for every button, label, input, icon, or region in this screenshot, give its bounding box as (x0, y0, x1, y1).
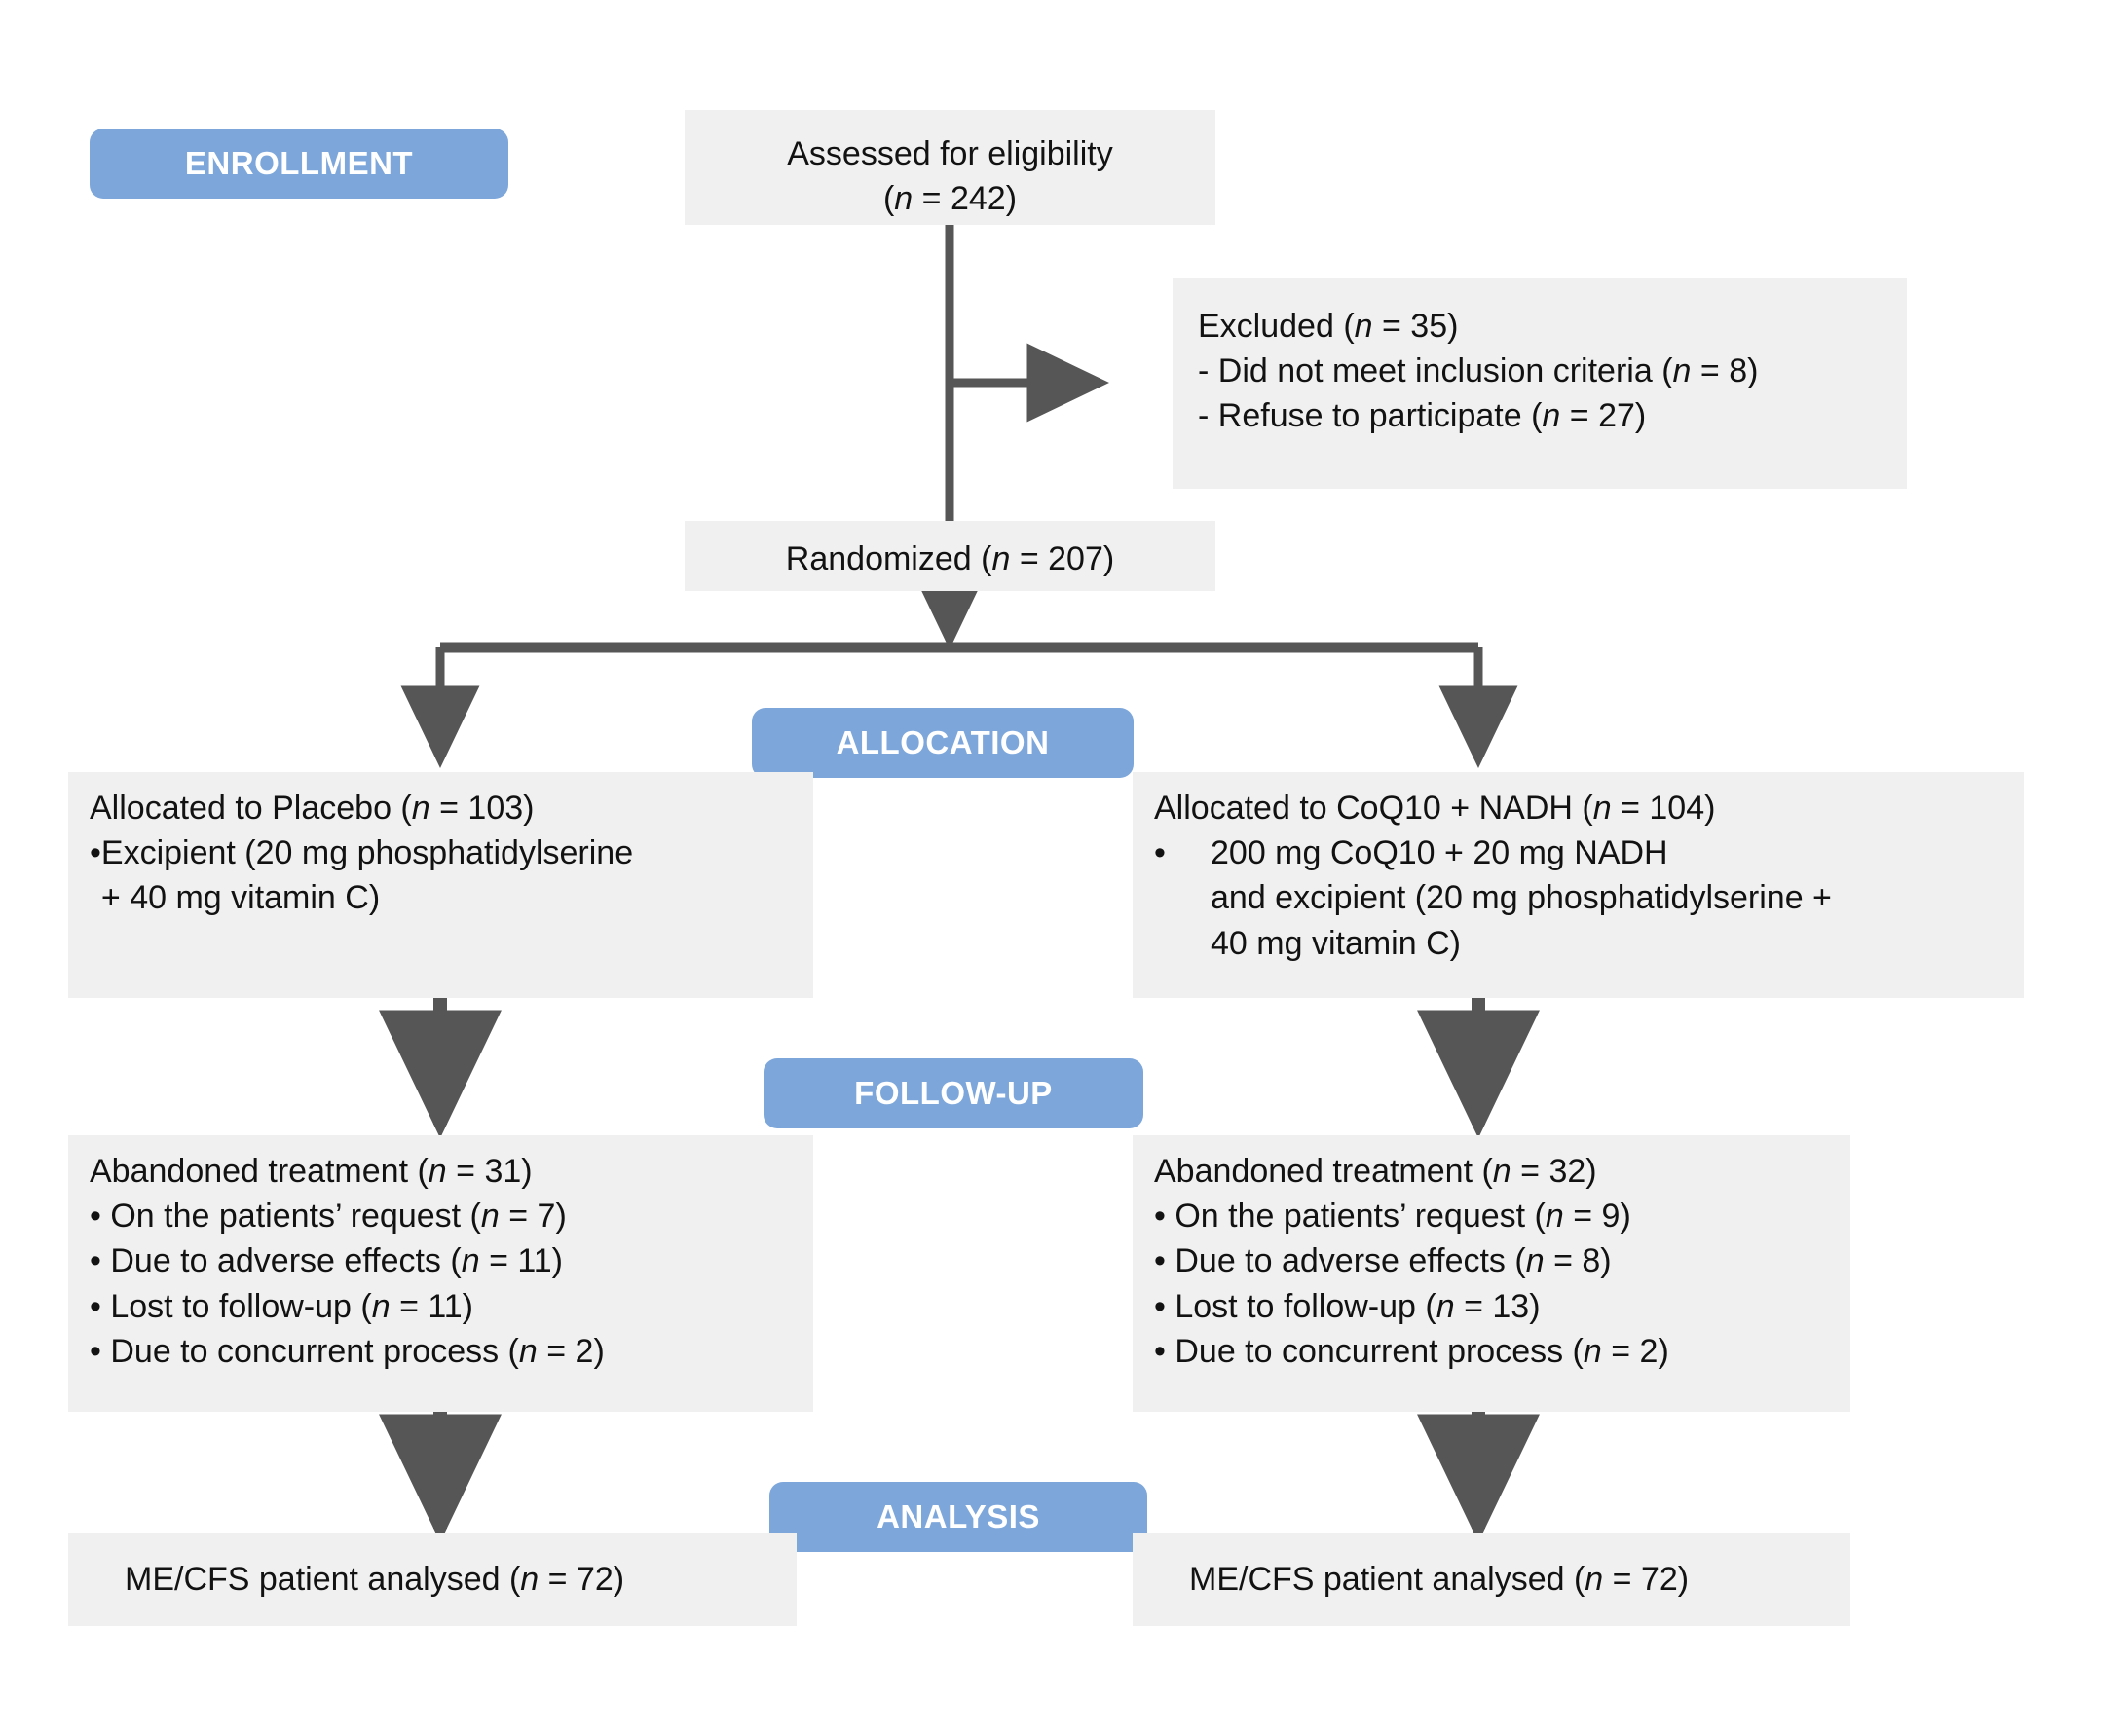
bullet-icon: • (1154, 1332, 1175, 1370)
stage-badge-allocation: ALLOCATION (752, 708, 1134, 778)
followup-right-heading: Abandoned treatment (n = 32) (1154, 1153, 1597, 1190)
allocation-left-heading: Allocated to Placebo (n = 103) (90, 790, 535, 827)
box-assessed-for-eligibility: Assessed for eligibility (n = 242) (685, 110, 1215, 225)
followup-right-item: • On the patients’ request (n = 9) (1154, 1198, 1631, 1236)
box-analysis-placebo: ME/CFS patient analysed (n = 72) (68, 1533, 797, 1626)
followup-right-item: • Due to adverse effects (n = 8) (1154, 1242, 1612, 1280)
followup-left-item: • Lost to follow-up (n = 11) (90, 1287, 474, 1325)
bullet-icon: • (90, 1198, 111, 1236)
box-allocated-coq10-nadh: Allocated to CoQ10 + NADH (n = 104) • 20… (1133, 772, 2024, 998)
stage-badge-analysis-label: ANALYSIS (877, 1498, 1040, 1534)
excluded-heading: Excluded (n = 35) (1198, 308, 1459, 345)
followup-left-item: • Due to concurrent process (n = 2) (90, 1332, 605, 1370)
box-followup-placebo: Abandoned treatment (n = 31) • On the pa… (68, 1135, 813, 1412)
stage-badge-analysis: ANALYSIS (769, 1482, 1147, 1552)
excluded-item: - Refuse to participate (n = 27) (1198, 397, 1647, 435)
followup-left-item: • On the patients’ request (n = 7) (90, 1198, 567, 1236)
box-randomized: Randomized (n = 207) (685, 521, 1215, 591)
stage-badge-followup: FOLLOW-UP (764, 1058, 1143, 1128)
followup-right-item: • Lost to follow-up (n = 13) (1154, 1287, 1541, 1325)
analysis-right-label: ME/CFS patient analysed (n = 72) (1189, 1561, 1690, 1598)
allocation-right-heading: Allocated to CoQ10 + NADH (n = 104) (1154, 790, 1716, 827)
allocation-right-bullet: • 200 mg CoQ10 + 20 mg NADH and excipien… (1154, 831, 2024, 966)
box-allocated-placebo: Allocated to Placebo (n = 103) • Excipie… (68, 772, 813, 998)
stage-badge-enrollment-label: ENROLLMENT (184, 145, 414, 181)
excluded-item: - Did not meet inclusion criteria (n = 8… (1198, 352, 1759, 390)
analysis-left-label: ME/CFS patient analysed (n = 72) (125, 1561, 625, 1598)
bullet-icon: • (1154, 1287, 1175, 1325)
assessed-line-2: (n = 242) (882, 180, 1018, 218)
randomized-label: Randomized (n = 207) (785, 540, 1115, 577)
bullet-icon: • (90, 1242, 111, 1280)
stage-badge-enrollment: ENROLLMENT (90, 129, 508, 199)
allocation-left-bullet-line-1: Excipient (20 mg phosphatidylserine (100, 834, 634, 872)
bullet-icon: • (1154, 834, 1166, 872)
followup-left-heading: Abandoned treatment (n = 31) (90, 1153, 533, 1190)
followup-left-item: • Due to adverse effects (n = 11) (90, 1242, 563, 1280)
bullet-icon: • (90, 1287, 111, 1325)
stage-badge-allocation-label: ALLOCATION (836, 724, 1050, 760)
allocation-right-bullet-line-2: and excipient (20 mg phosphatidylserine … (1211, 879, 1832, 917)
followup-right-item: • Due to concurrent process (n = 2) (1154, 1332, 1669, 1370)
allocation-right-bullet-line-3: 40 mg vitamin C) (1211, 924, 1461, 962)
allocation-left-bullet-line-2: + 40 mg vitamin C) (100, 879, 381, 917)
box-followup-coq10-nadh: Abandoned treatment (n = 32) • On the pa… (1133, 1135, 1850, 1412)
bullet-icon: • (1154, 1198, 1175, 1236)
box-excluded: Excluded (n = 35) - Did not meet inclusi… (1173, 278, 1907, 489)
box-analysis-coq10-nadh: ME/CFS patient analysed (n = 72) (1133, 1533, 1850, 1626)
bullet-icon: • (90, 1332, 111, 1370)
allocation-right-bullet-line-1: 200 mg CoQ10 + 20 mg NADH (1211, 834, 1668, 872)
assessed-line-1: Assessed for eligibility (787, 135, 1113, 172)
allocation-left-bullet: • Excipient (20 mg phosphatidylserine + … (90, 831, 813, 920)
stage-badge-followup-label: FOLLOW-UP (854, 1075, 1053, 1111)
bullet-icon: • (90, 834, 101, 872)
bullet-icon: • (1154, 1242, 1175, 1280)
